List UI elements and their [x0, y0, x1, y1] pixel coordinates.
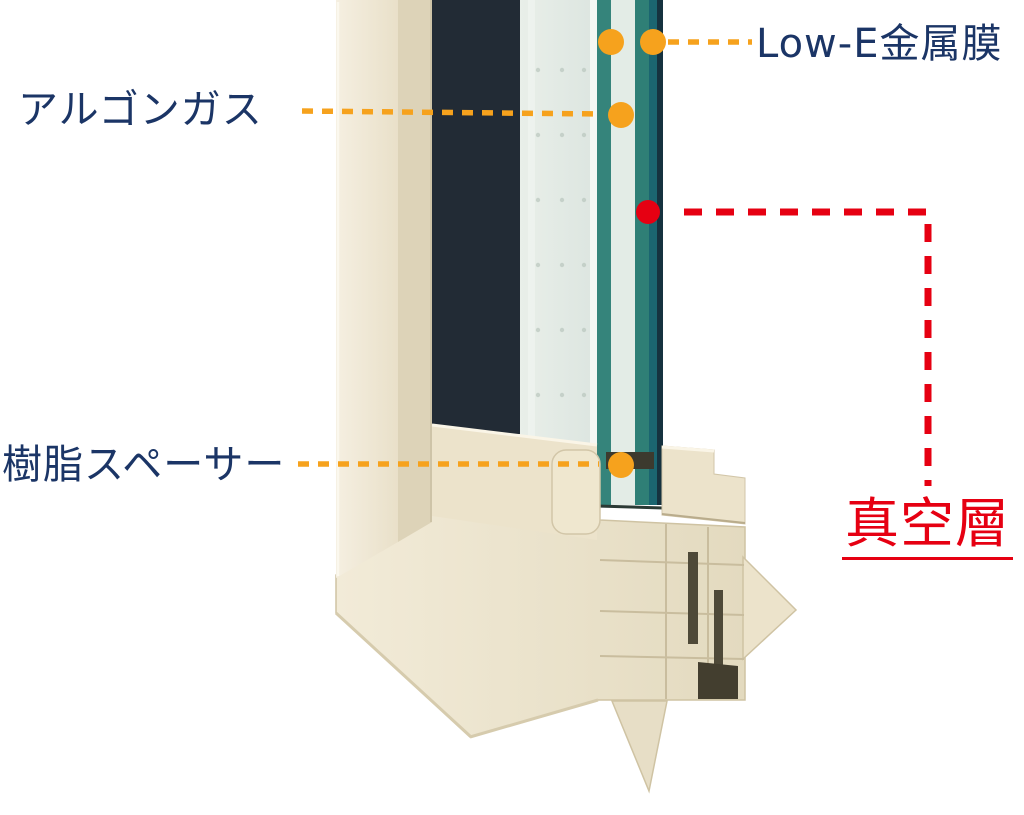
glass-front-edge-highlight — [590, 0, 597, 500]
right-fin — [742, 555, 798, 661]
inner-pane-edge — [649, 0, 657, 505]
pane-outline — [657, 0, 663, 505]
lowe-dot-outer — [598, 29, 624, 55]
vacuum-layer-label: 真空層 — [842, 494, 1013, 561]
frame-parts — [334, 0, 798, 794]
gas-gap — [611, 0, 635, 505]
argon-dot — [608, 102, 634, 128]
glass-bottom-line — [596, 504, 664, 510]
glazing-unit — [430, 0, 664, 510]
lowe-dot-inner — [640, 29, 666, 55]
glazing-bead-exterior — [551, 449, 601, 535]
argon-callout-line — [301, 108, 602, 117]
middle-pane-edge — [635, 0, 649, 505]
vacuum-callout-line — [684, 208, 932, 486]
frame-shadow-channel — [430, 0, 524, 436]
left-jamb-outer-face — [336, 0, 398, 578]
sill-bottom-edge-right — [469, 698, 599, 739]
groove-slot-2 — [714, 590, 723, 699]
argon-gas-label: アルゴンガス — [18, 87, 263, 133]
bead-bottom-line — [661, 513, 746, 524]
glass-reflection — [528, 0, 535, 440]
groove-slot-1 — [688, 552, 698, 644]
bead-top-highlight — [661, 445, 715, 453]
sill-top-highlight — [431, 423, 598, 447]
outer-pane-edge — [597, 0, 611, 505]
resin-spacer-label: 樹脂スペーサー — [2, 442, 286, 488]
spacer-dot — [608, 452, 634, 478]
callouts — [298, 29, 932, 486]
glass-face — [520, 0, 597, 462]
vacuum-dot — [636, 200, 660, 224]
groove-slot-3 — [698, 662, 738, 699]
sill-bottom-edge-left — [334, 611, 472, 738]
low-e-film-label: Low-E金属膜 — [756, 21, 1003, 67]
bottom-fin — [610, 700, 668, 794]
left-jamb-inner-face — [398, 0, 432, 542]
glazing-bead-interior — [661, 445, 746, 525]
